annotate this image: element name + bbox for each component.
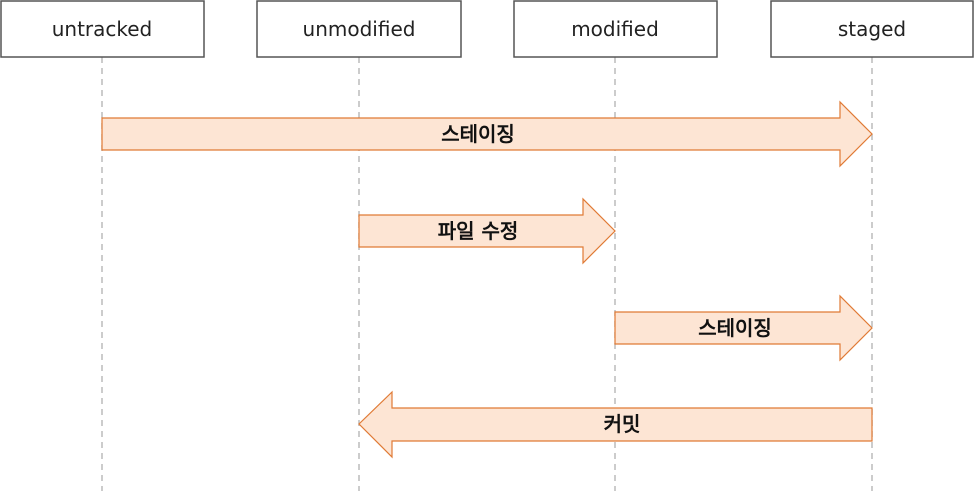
state-staged: staged [770, 0, 974, 58]
arrow-label-edit-file: 파일 수정 [438, 219, 519, 243]
arrow-label-stage-modified: 스테이징 [698, 316, 772, 340]
state-label-modified: modified [571, 17, 659, 41]
arrow-shape-commit [358, 390, 873, 459]
state-label-staged: staged [838, 17, 906, 41]
state-box-untracked [0, 0, 205, 58]
arrow-stage-untracked: 스테이징 [101, 100, 873, 168]
arrow-shape-stage-modified [614, 294, 873, 362]
arrow-label-commit: 커밋 [604, 412, 641, 436]
state-untracked: untracked [0, 0, 205, 58]
state-label-unmodified: unmodified [303, 17, 416, 41]
state-box-modified [513, 0, 718, 58]
state-box-staged [770, 0, 974, 58]
state-label-untracked: untracked [52, 17, 153, 41]
arrow-edit-file: 파일 수정 [358, 197, 616, 265]
arrow-shape-edit-file [358, 197, 616, 265]
arrow-shape-stage-untracked [101, 100, 873, 168]
arrow-commit: 커밋 [358, 390, 873, 459]
state-modified: modified [513, 0, 718, 58]
state-unmodified: unmodified [256, 0, 462, 58]
state-box-unmodified [256, 0, 462, 58]
arrow-label-stage-untracked: 스테이징 [441, 122, 515, 146]
arrow-stage-modified: 스테이징 [614, 294, 873, 362]
